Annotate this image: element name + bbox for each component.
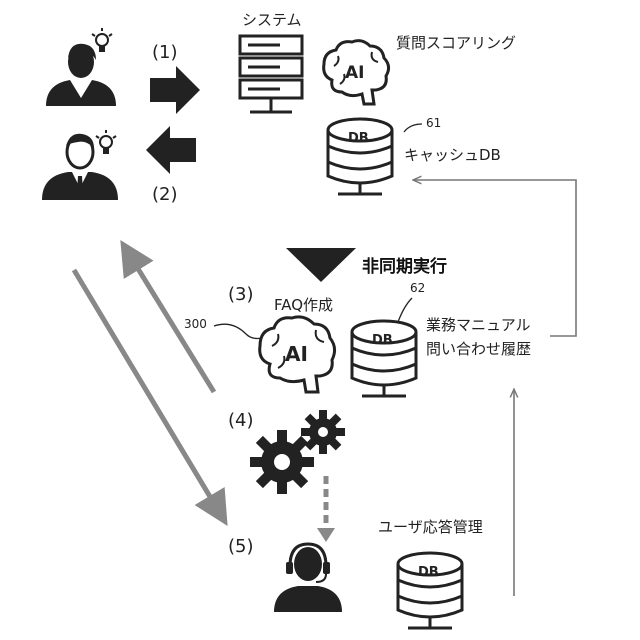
ref-61: 61 [426, 116, 441, 130]
ai-text-faq: AI [285, 342, 308, 366]
down-arrow-head-icon [317, 528, 335, 542]
lightbulb-icon-top [92, 28, 112, 52]
ref-62: 62 [410, 281, 425, 295]
operator-headset-icon [274, 544, 342, 612]
step-3-label: (3) [228, 284, 254, 305]
user-to-operator-arrow [74, 270, 224, 520]
cache-db-icon: DB [328, 119, 392, 194]
async-exec-label: 非同期実行 [362, 256, 447, 277]
gear-icon-large [250, 430, 314, 494]
down-triangle-icon [286, 248, 356, 282]
quality-scoring-label: 質問スコアリング [396, 34, 516, 52]
ref-300-leader [214, 324, 262, 338]
user-response-db-icon: DB [398, 553, 462, 628]
user-response-mgmt-label: ユーザ応答管理 [378, 518, 483, 536]
system-label: システム [242, 11, 302, 29]
ref-300: 300 [184, 317, 207, 331]
business-manual-label: 業務マニュアル [426, 316, 531, 334]
user-icon-top [46, 44, 116, 106]
faq-creation-label: FAQ作成 [274, 296, 333, 314]
inquiry-history-label: 問い合わせ履歴 [426, 340, 531, 358]
db-text-cache: DB [348, 131, 369, 146]
ai-brain-icon-faq: AI [260, 317, 335, 392]
gear-icon-small [301, 410, 345, 454]
ai-text-top: AI [345, 63, 364, 83]
lightbulb-icon-bottom [96, 130, 116, 154]
server-icon [240, 36, 302, 112]
cache-db-label: キャッシュDB [404, 146, 501, 164]
ai-brain-icon-top: AI [324, 41, 389, 104]
user-icon-bottom [42, 134, 118, 200]
right-arrow-icon [150, 66, 200, 114]
ref-62-leader [398, 298, 412, 322]
db-text-user-response: DB [418, 565, 439, 580]
manual-db-icon: DB [352, 321, 416, 396]
step-2-label: (2) [152, 184, 178, 205]
left-arrow-icon [146, 126, 196, 174]
step-1-label: (1) [152, 42, 178, 63]
step-5-label: (5) [228, 536, 254, 557]
step-4-label: (4) [228, 410, 254, 431]
db-text-manual: DB [372, 333, 393, 348]
ref-61-leader [404, 124, 422, 132]
